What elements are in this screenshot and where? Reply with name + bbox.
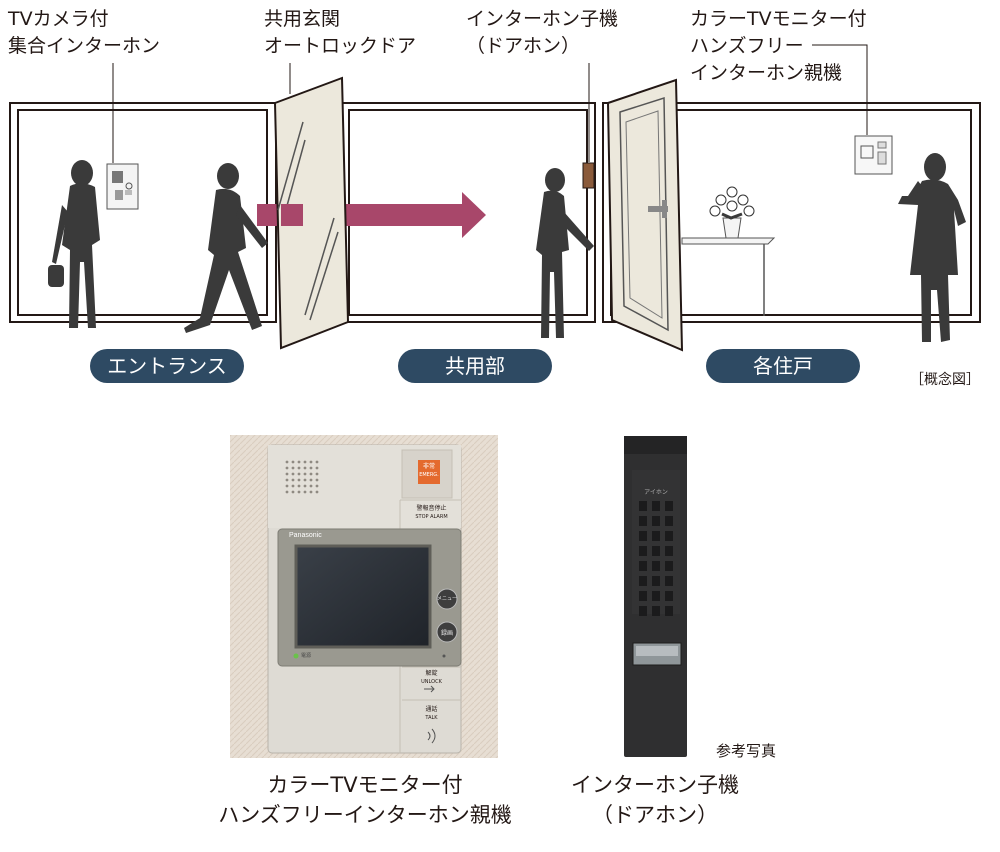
arrow-common: [346, 192, 486, 238]
door-phone-brand: アイホン: [644, 489, 668, 496]
unit-front-door: [606, 78, 684, 352]
caption-line-1: インターホン子機: [571, 773, 739, 797]
power-label: 電源: [301, 653, 312, 659]
caption-monitor: カラーTVモニター付 ハンズフリーインターホン親機: [200, 770, 530, 830]
alarm-stop-label: 警報音停止 STOP ALARM: [415, 505, 448, 520]
door-phone-wall-unit: [582, 162, 595, 189]
reference-photo-note: 参考写真: [716, 742, 777, 760]
person-silhouette-entrance-standing: [48, 160, 100, 328]
door-phone-photo: [624, 436, 687, 757]
person-silhouette-unit-on-phone: [898, 153, 966, 342]
monitor-brand: Panasonic: [289, 532, 322, 539]
table-with-flowers: [681, 186, 776, 316]
callout-line-1: インターホン子機: [466, 8, 619, 30]
speaker-slots: [639, 501, 673, 616]
callout-line-2: ハンズフリー: [690, 35, 804, 57]
caption-line-1: カラーTVモニター付: [267, 773, 463, 797]
callout-line-3: インターホン親機: [690, 62, 843, 84]
talk-label: 通話 TALK: [425, 706, 438, 721]
arrow-bar-over-door: [281, 204, 303, 226]
person-silhouette-entrance-walking: [184, 163, 268, 333]
monitor-photo: [230, 435, 498, 758]
callout-monitor: カラーTVモニター付 ハンズフリー インターホン親機: [690, 6, 867, 87]
callout-door-phone: インターホン子機 （ドアホン）: [466, 6, 618, 60]
concept-diagram-note: ［概念図］: [910, 372, 980, 388]
caption-door-phone: インターホン子機 （ドアホン）: [545, 770, 765, 830]
callout-line-monitor: [812, 44, 868, 135]
callout-line-2: （ドアホン）: [466, 35, 581, 57]
menu-button: [436, 588, 458, 610]
callout-line-2: オートロックドア: [264, 35, 417, 57]
emergency-button: [418, 460, 440, 484]
entrance-intercom-panel: [106, 163, 139, 210]
unlock-label: 解錠 UNLOCK: [421, 670, 442, 685]
person-silhouette-common: [536, 168, 594, 338]
callout-line-2: 集合インターホン: [8, 35, 161, 57]
callout-auto-lock-door: 共用玄関 オートロックドア: [264, 6, 416, 60]
zone-label-entrance: エントランス: [90, 349, 244, 383]
emergency-label: 非常 EMERG.: [419, 463, 439, 478]
callout-line-1: カラーTVモニター付: [690, 8, 867, 30]
zone-label-common: 共用部: [398, 349, 552, 383]
zone-label-unit: 各住戸: [706, 349, 860, 383]
monitor-screen: [296, 546, 430, 647]
callout-line-1: TVカメラ付: [8, 8, 109, 30]
record-label: 録画: [440, 630, 453, 637]
caption-line-2: ハンズフリーインターホン親機: [218, 803, 512, 827]
callout-entrance-intercom: TVカメラ付 集合インターホン: [8, 6, 160, 60]
speaker-grille: [285, 460, 319, 494]
caption-line-2: （ドアホン）: [592, 803, 718, 827]
auto-lock-door: [273, 76, 350, 350]
callout-line-1: 共用玄関: [264, 8, 341, 30]
monitor-wall-unit: [854, 135, 893, 175]
menu-label: メニュー: [437, 596, 458, 602]
record-button: [436, 621, 458, 643]
